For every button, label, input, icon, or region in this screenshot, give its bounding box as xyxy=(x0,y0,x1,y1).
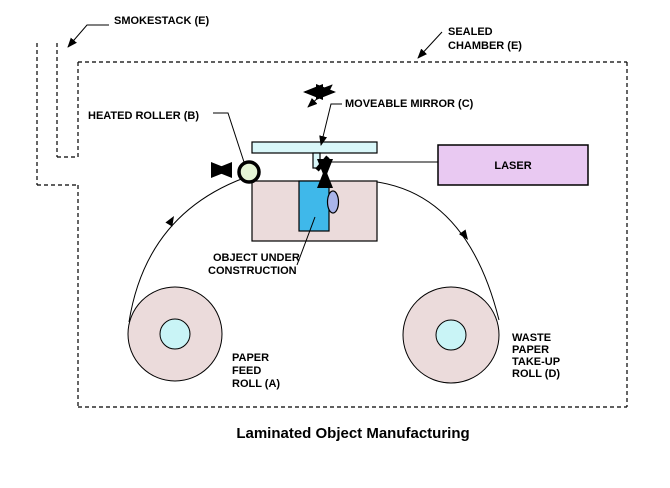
sealed-chamber-label-line2: CHAMBER (E) xyxy=(448,40,522,52)
smokestack-label: SMOKESTACK (E) xyxy=(114,15,209,27)
object-under-construction-shape xyxy=(298,180,330,232)
moveable-mirror-leader-arrow xyxy=(319,103,342,146)
waste-label-line4: ROLL (D) xyxy=(512,368,560,380)
paper-feed-roll xyxy=(127,286,223,382)
waste-paper-roll xyxy=(402,286,500,384)
paper-feed-label-line1: PAPER xyxy=(232,352,269,364)
laser-label: LASER xyxy=(494,160,531,172)
paper-feed-roll-core xyxy=(159,318,191,350)
mirror-motion-arrows xyxy=(303,84,336,108)
waste-label-line1: WASTE xyxy=(512,332,551,344)
paper-feed-label-line3: ROLL (A) xyxy=(232,378,280,390)
laser-box xyxy=(437,144,589,186)
paper-feed-direction-arrow xyxy=(165,216,174,227)
heated-roller-leader xyxy=(213,112,245,163)
object-under-construction-label: OBJECT UNDER CONSTRUCTION xyxy=(208,252,300,277)
waste-label-line2: PAPER xyxy=(512,344,549,356)
paper-feed-curve xyxy=(128,177,245,323)
mirror-motion-diagonal-arrow xyxy=(307,84,333,108)
heated-roller-label: HEATED ROLLER (B) xyxy=(88,110,199,122)
object-side-ellipse xyxy=(326,190,340,214)
sealed-chamber-label: SEALED CHAMBER (E) xyxy=(448,26,522,52)
waste-paper-direction-arrow xyxy=(458,229,468,240)
object-leader xyxy=(296,216,316,266)
leader-lines xyxy=(67,24,443,266)
waste-label-line3: TAKE-UP xyxy=(512,356,560,368)
mirror-rail xyxy=(251,141,378,154)
paper-feed-label-line2: FEED xyxy=(232,365,261,377)
heated-roller-shape xyxy=(237,160,261,184)
diagram-title: Laminated Object Manufacturing xyxy=(236,425,469,442)
smokestack-leader-arrow xyxy=(67,24,109,48)
waste-paper-curve xyxy=(376,181,500,321)
sealed-chamber-label-line1: SEALED xyxy=(448,26,493,38)
paper-feed-roll-label: PAPER FEED ROLL (A) xyxy=(232,352,280,390)
object-label-line2: CONSTRUCTION xyxy=(208,265,297,277)
moveable-mirror-label: MOVEABLE MIRROR (C) xyxy=(345,98,474,110)
object-label-line1: OBJECT UNDER xyxy=(213,252,300,264)
paper-path xyxy=(128,177,500,323)
sealed-chamber-outline xyxy=(36,43,628,408)
waste-paper-roll-label: WASTE PAPER TAKE-UP ROLL (D) xyxy=(512,332,560,380)
sealed-chamber-leader-arrow xyxy=(417,31,443,59)
waste-paper-roll-core xyxy=(435,319,467,351)
